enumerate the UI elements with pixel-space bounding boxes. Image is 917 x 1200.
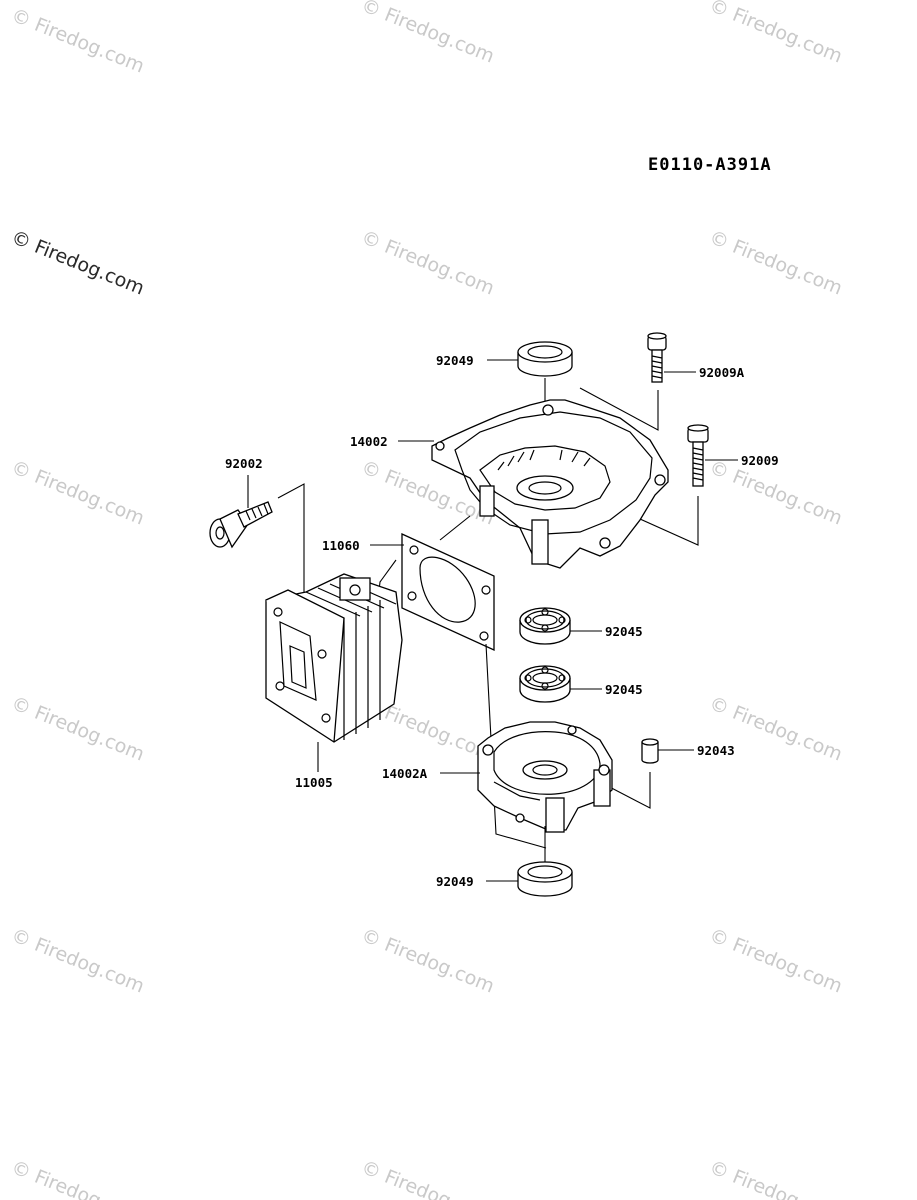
- part-label-14002: 14002: [350, 434, 388, 449]
- watermark-text: © Firedog.com: [8, 924, 147, 997]
- part-label-92045: 92045: [605, 682, 643, 697]
- bearing-icon: [519, 607, 571, 645]
- watermark-text: © Firedog.com: [358, 226, 497, 299]
- part-label-14002A: 14002A: [382, 766, 428, 781]
- watermark-primary: © Firedog.com: [8, 226, 147, 299]
- part-label-92049: 92049: [436, 874, 474, 889]
- watermark-text: © Firedog.com: [358, 1156, 497, 1200]
- crankcase-icon: [477, 721, 613, 833]
- watermark-text: © Firedog.com: [706, 226, 845, 299]
- oil-seal-icon: [517, 341, 573, 377]
- part-label-92009: 92009: [741, 453, 779, 468]
- watermark-text: © Firedog.com: [8, 4, 147, 77]
- part-label-92009A: 92009A: [699, 365, 745, 380]
- watermark-text: © Firedog.com: [8, 456, 147, 529]
- part-label-92045: 92045: [605, 624, 643, 639]
- dowel-pin-icon: [641, 738, 659, 764]
- watermark-text: © Firedog.com: [358, 0, 497, 68]
- watermark-text: © Firedog.com: [706, 0, 845, 68]
- watermark-text: © Firedog.com: [706, 1156, 845, 1200]
- bolt-icon: [209, 501, 273, 549]
- part-label-92002: 92002: [225, 456, 263, 471]
- bolt-icon: [687, 424, 709, 487]
- bearing-icon: [519, 665, 571, 703]
- crankcase-icon: [431, 399, 669, 569]
- part-label-11060: 11060: [322, 538, 360, 553]
- bolt-icon: [647, 332, 667, 383]
- diagram-code: E0110-A391A: [648, 155, 772, 175]
- watermark-text: © Firedog.com: [8, 1156, 147, 1200]
- watermark-text: © Firedog.com: [358, 924, 497, 997]
- part-label-92043: 92043: [697, 743, 735, 758]
- gasket-icon: [401, 532, 495, 652]
- watermark-text: © Firedog.com: [8, 692, 147, 765]
- part-label-92049: 92049: [436, 353, 474, 368]
- watermark-text: © Firedog.com: [706, 924, 845, 997]
- cylinder-icon: [265, 573, 403, 743]
- part-label-11005: 11005: [295, 775, 333, 790]
- oil-seal-icon: [517, 861, 573, 897]
